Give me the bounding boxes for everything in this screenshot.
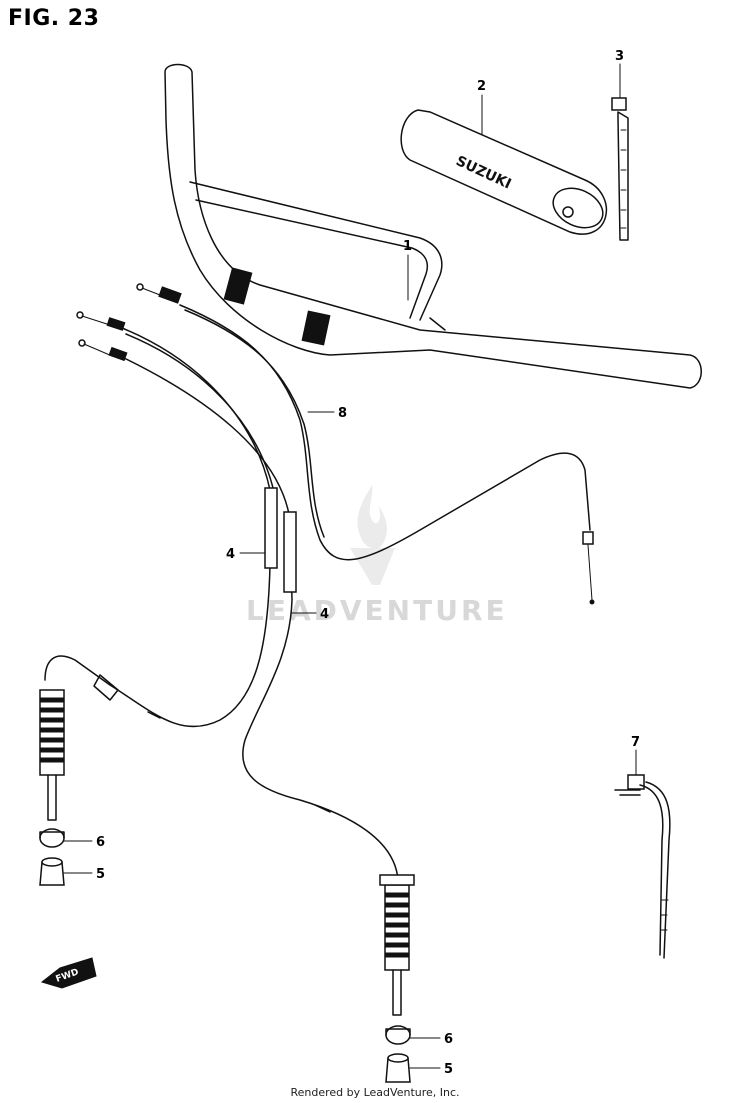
watermark-text: LEADVENTURE bbox=[246, 594, 508, 627]
forward-arrow-icon: FWD bbox=[40, 957, 97, 989]
cable-8[interactable] bbox=[136, 283, 595, 605]
bar-pad[interactable]: SUZUKI bbox=[400, 109, 609, 235]
dust-boot-left bbox=[39, 689, 65, 821]
callouts: 1 2 3 4 4 5 5 6 6 7 8 bbox=[63, 49, 640, 1077]
callout-1: 1 bbox=[403, 239, 412, 254]
adjuster-6-right[interactable] bbox=[385, 1025, 411, 1045]
callout-6a: 6 bbox=[96, 835, 105, 850]
footer-credit: Rendered by LeadVenture, Inc. bbox=[290, 1086, 460, 1099]
cable-4-right[interactable] bbox=[78, 339, 415, 1016]
figure-title: FIG. 23 bbox=[8, 6, 100, 31]
callout-2: 2 bbox=[477, 79, 486, 94]
adjuster-6-left[interactable] bbox=[39, 828, 65, 848]
callout-8: 8 bbox=[338, 406, 347, 421]
callout-7: 7 bbox=[631, 735, 640, 750]
cable-tie[interactable] bbox=[611, 97, 629, 241]
cap-5-left[interactable] bbox=[39, 857, 65, 886]
clamp-7[interactable] bbox=[614, 774, 671, 959]
callout-3: 3 bbox=[615, 49, 624, 64]
flame-logo-icon bbox=[350, 485, 395, 585]
dust-boot-right bbox=[379, 874, 415, 1016]
callout-6b: 6 bbox=[444, 1032, 453, 1047]
handlebar[interactable] bbox=[164, 63, 702, 389]
callout-4a: 4 bbox=[226, 547, 235, 562]
cap-5-right[interactable] bbox=[385, 1053, 411, 1083]
callout-5b: 5 bbox=[444, 1062, 453, 1077]
callout-5a: 5 bbox=[96, 867, 105, 882]
callout-4b: 4 bbox=[320, 607, 329, 622]
cable-4-left[interactable] bbox=[39, 311, 278, 821]
